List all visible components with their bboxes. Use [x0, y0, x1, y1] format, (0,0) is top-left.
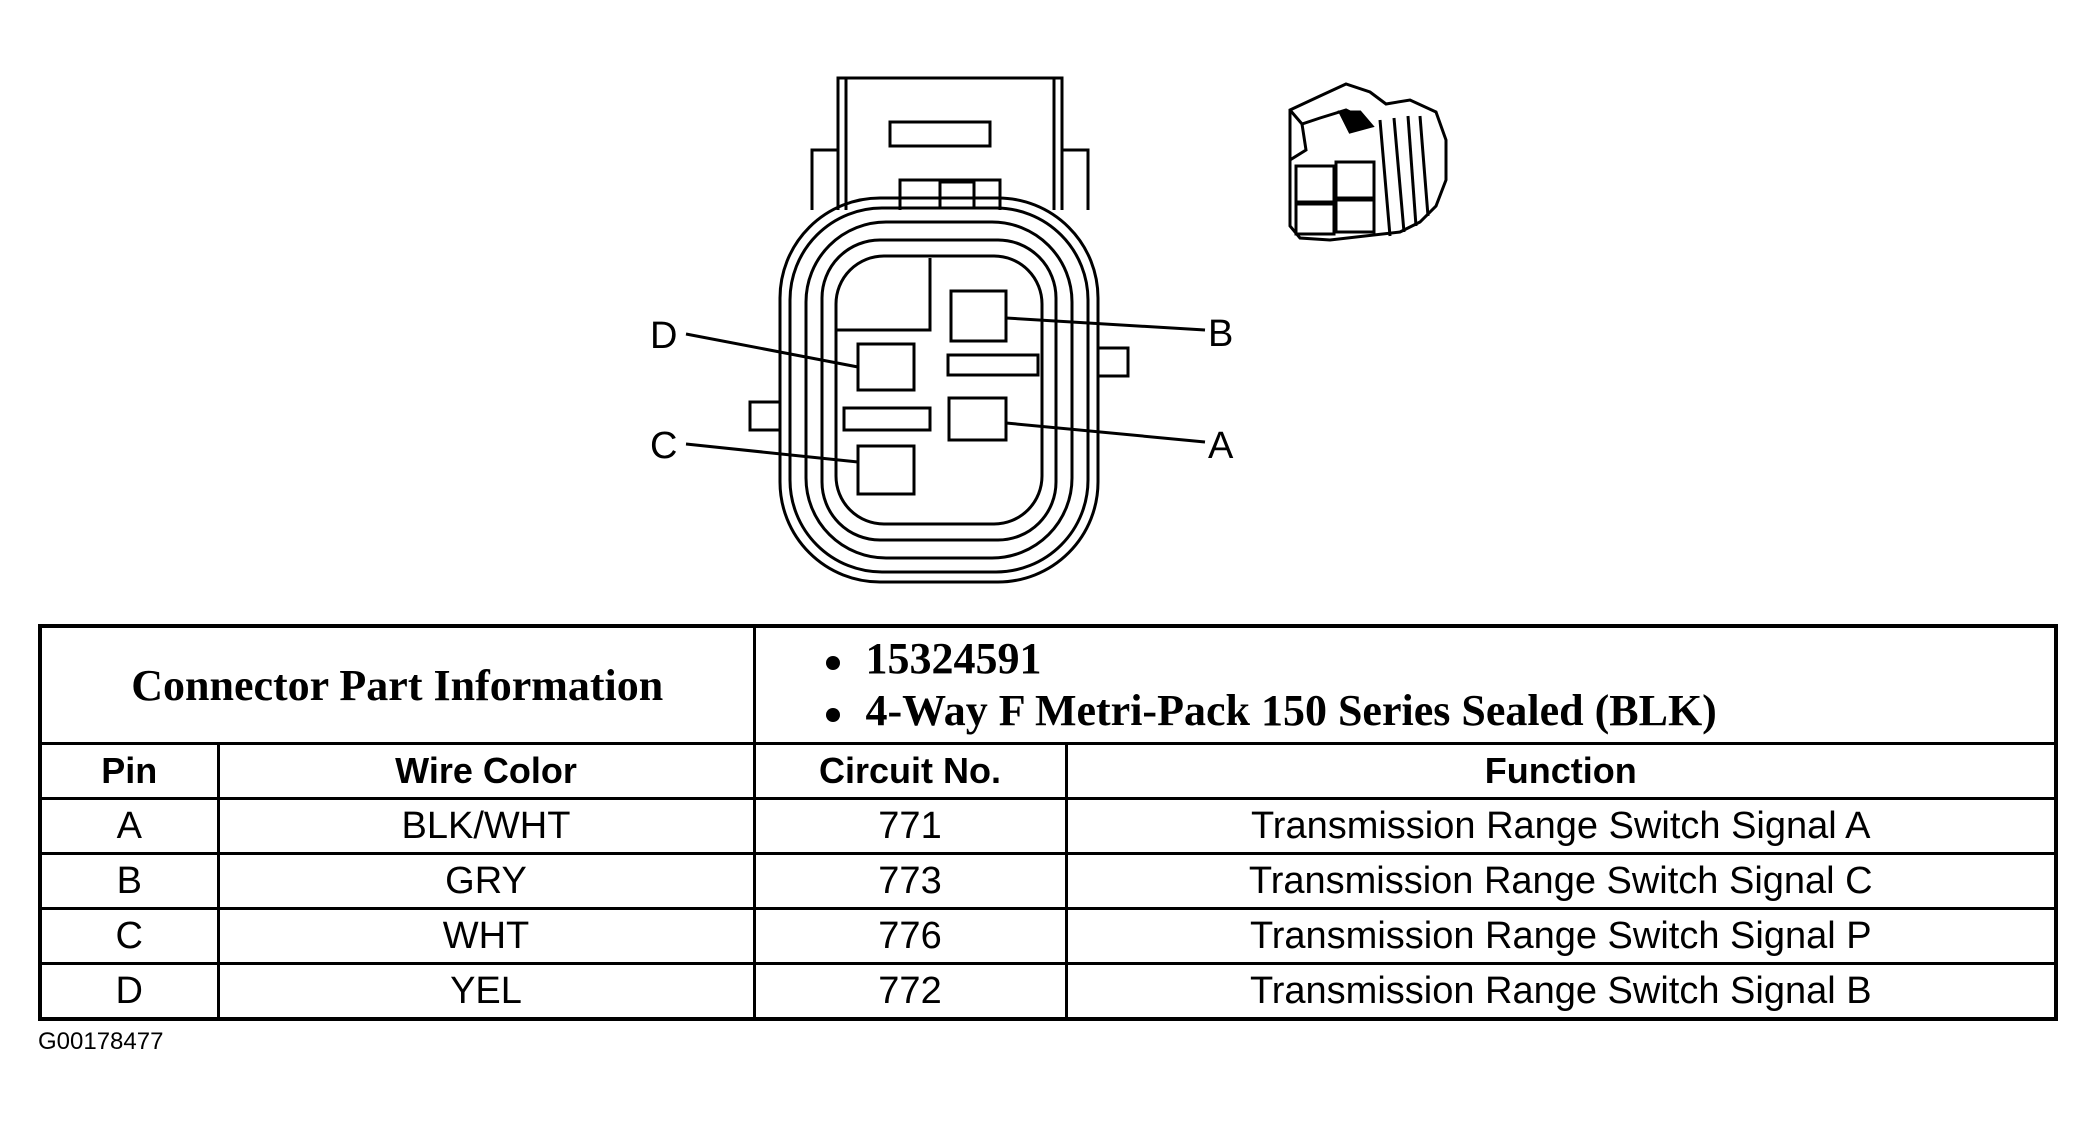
part-info-row: Connector Part Information 15324591 4-Wa…: [38, 624, 2058, 745]
function-cell: Transmission Range Switch Signal C: [1064, 852, 2058, 910]
function-cell: Transmission Range Switch Signal P: [1064, 907, 2058, 965]
circuit-cell: 772: [752, 962, 1068, 1021]
connector-face-diagram: D B C A: [650, 76, 1448, 584]
circuit-cell: 773: [752, 852, 1068, 910]
pin-label-c: C: [650, 425, 677, 467]
wire-color-cell: GRY: [216, 852, 756, 910]
leader-line-b: [1005, 316, 1206, 332]
circuit-cell: 771: [752, 797, 1068, 855]
bullet-icon: [825, 708, 840, 722]
part-number: 15324591: [865, 634, 1042, 683]
bullet-icon: [825, 656, 840, 670]
pin-cell: D: [38, 962, 220, 1021]
pin-cavity-a: [947, 396, 1008, 442]
connector-info-table: Connector Part Information 15324591 4-Wa…: [38, 624, 2059, 1021]
table-row: A BLK/WHT 771 Transmission Range Switch …: [38, 797, 2058, 855]
part-description-line: 4-Way F Metri-Pack 150 Series Sealed (BL…: [825, 685, 2055, 737]
leader-line-d: [685, 332, 859, 369]
wire-color-cell: BLK/WHT: [216, 797, 756, 855]
connector-part-info-details: 15324591 4-Way F Metri-Pack 150 Series S…: [752, 624, 2058, 745]
function-cell: Transmission Range Switch Signal B: [1064, 962, 2058, 1021]
pin-cell: B: [38, 852, 220, 910]
wire-color-cell: YEL: [216, 962, 756, 1021]
latch-window: [888, 120, 992, 148]
leader-line-c: [685, 442, 859, 464]
connector-isometric-icon: [1288, 82, 1448, 242]
pin-cell: C: [38, 907, 220, 965]
pin-cavity-d: [856, 342, 916, 392]
column-header-row: Pin Wire Color Circuit No. Function: [38, 742, 2058, 800]
pin-cavity-b: [949, 289, 1008, 343]
function-cell: Transmission Range Switch Signal A: [1064, 797, 2058, 855]
column-header-wire-color: Wire Color: [216, 742, 756, 800]
table-row: C WHT 776 Transmission Range Switch Sign…: [38, 907, 2058, 965]
pin-label-a: A: [1208, 425, 1234, 467]
pin-cell: A: [38, 797, 220, 855]
connector-latch: [836, 76, 1064, 210]
column-header-function: Function: [1064, 742, 2058, 800]
side-tab-left: [748, 400, 782, 432]
circuit-cell: 776: [752, 907, 1068, 965]
pin-cavity-c: [856, 444, 916, 496]
figure-code: G00178477: [38, 1028, 164, 1055]
connector-inner-seal: [820, 238, 1058, 542]
column-header-pin: Pin: [38, 742, 220, 800]
table-row: B GRY 773 Transmission Range Switch Sign…: [38, 852, 2058, 910]
pin-label-d: D: [650, 315, 677, 357]
part-number-line: 15324591: [825, 633, 2055, 685]
connector-outer-shell: [778, 196, 1100, 584]
column-header-circuit: Circuit No.: [752, 742, 1068, 800]
part-description: 4-Way F Metri-Pack 150 Series Sealed (BL…: [865, 686, 1717, 735]
connector-part-info-header: Connector Part Information: [38, 624, 756, 745]
leader-line-a: [1005, 421, 1206, 444]
table-row: D YEL 772 Transmission Range Switch Sign…: [38, 962, 2058, 1021]
wire-color-cell: WHT: [216, 907, 756, 965]
pin-label-b: B: [1208, 313, 1233, 355]
side-tab-right: [1096, 346, 1130, 378]
